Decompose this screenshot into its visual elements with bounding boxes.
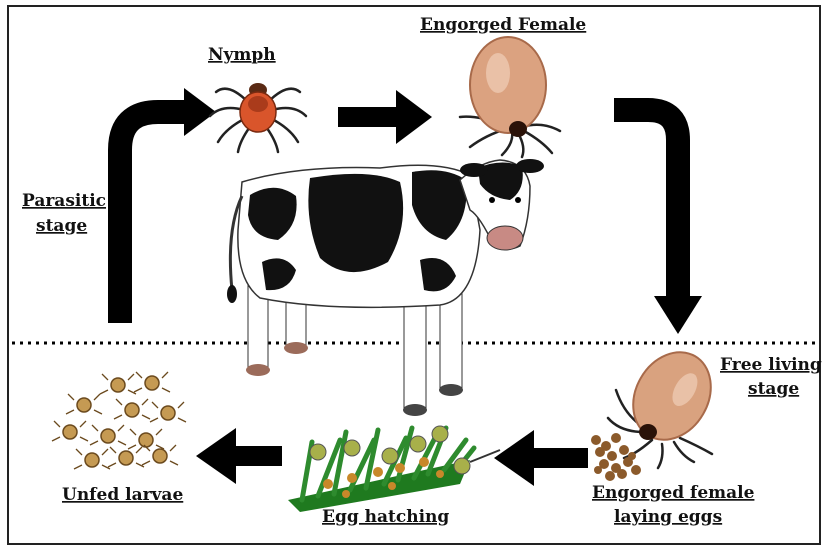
label-parasitic-stage-line1: Parasitic (22, 191, 106, 211)
label-unfed-larvae: Unfed larvae (62, 485, 183, 505)
label-nymph: Nymph (208, 45, 276, 65)
cow-icon (227, 159, 544, 416)
larvae-cluster-icon (52, 372, 186, 469)
arrow-engorged-down (614, 110, 702, 334)
label-engorged-laying-line2: laying eggs (614, 507, 722, 527)
arrow-nymph-to-engorged (338, 90, 432, 144)
label-free-living-line2: stage (748, 379, 799, 399)
tick-nymph-icon (210, 83, 306, 152)
arrow-hatching-to-larvae (196, 428, 282, 484)
label-engorged-laying-line1: Engorged female (592, 483, 755, 503)
grass-hatching-icon (288, 426, 500, 512)
label-free-living-line1: Free living (720, 355, 822, 375)
engorged-tick-icon (460, 37, 560, 157)
arrow-parasitic-up (120, 88, 216, 323)
label-parasitic-stage-line2: stage (36, 216, 87, 236)
arrow-laying-to-hatching (494, 430, 588, 486)
egg-cluster-icon (591, 433, 641, 481)
label-egg-hatching: Egg hatching (322, 507, 449, 527)
label-engorged-female: Engorged Female (420, 15, 586, 35)
